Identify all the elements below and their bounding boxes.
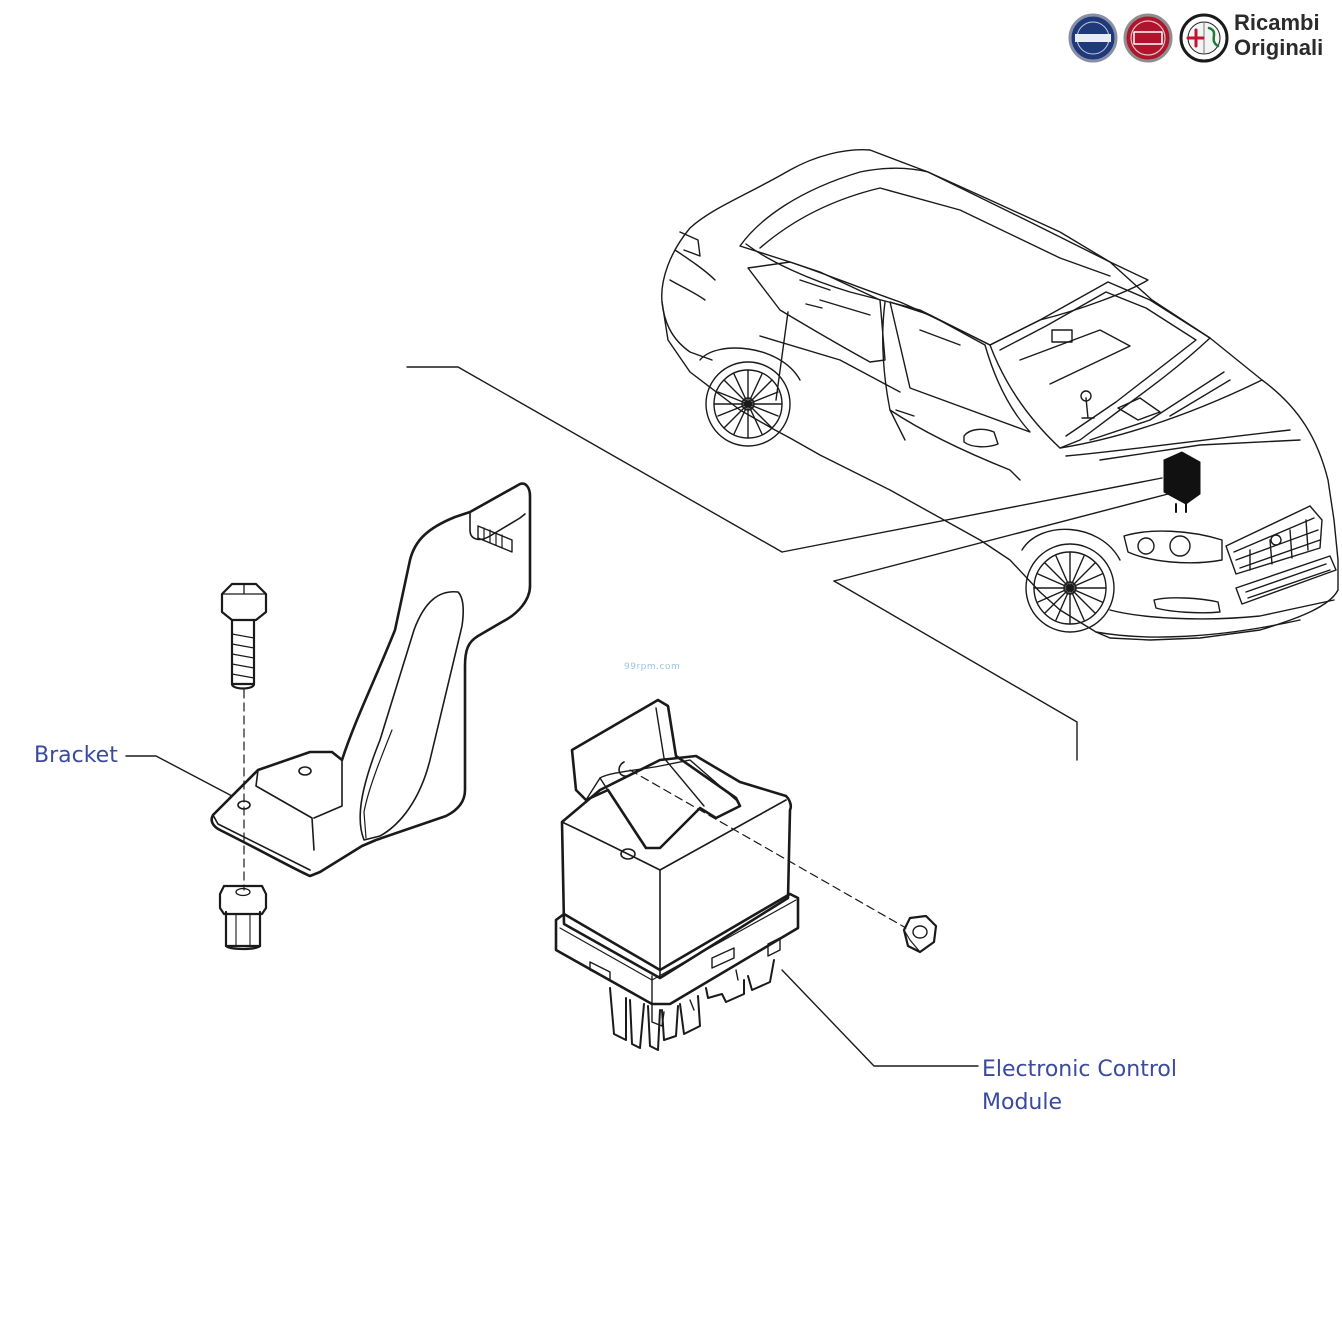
ecm-label-line-1: Electronic Control: [982, 1057, 1177, 1082]
brand-title: Ricambi Originali: [1234, 10, 1323, 60]
ecu-module-part: [554, 698, 800, 1051]
ecu-location-marker: [1163, 451, 1201, 513]
front-wheel: [1021, 528, 1121, 633]
zoom-leader-lines: [406, 366, 1169, 761]
rear-wheel: [699, 347, 801, 447]
fiat-logo: [1123, 13, 1173, 63]
rivet-nut-part: [218, 884, 268, 951]
watermark: 99rpm.com: [624, 662, 681, 672]
bracket-part: [210, 482, 532, 878]
ecu-axis-line: [629, 769, 907, 929]
lancia-logo: [1068, 13, 1118, 63]
brand-line-2: Originali: [1234, 35, 1324, 60]
ecm-label: Electronic Control Module: [982, 1053, 1177, 1119]
car-illustration: [661, 148, 1339, 641]
alfa-romeo-logo: [1179, 13, 1229, 63]
brand-line-1: Ricambi: [1234, 10, 1320, 35]
bolt-part: [220, 582, 268, 690]
nut-part: [902, 914, 938, 954]
callout-lines: [125, 755, 979, 1067]
ecm-label-line-2: Module: [982, 1090, 1062, 1115]
bracket-label: Bracket: [34, 743, 118, 768]
